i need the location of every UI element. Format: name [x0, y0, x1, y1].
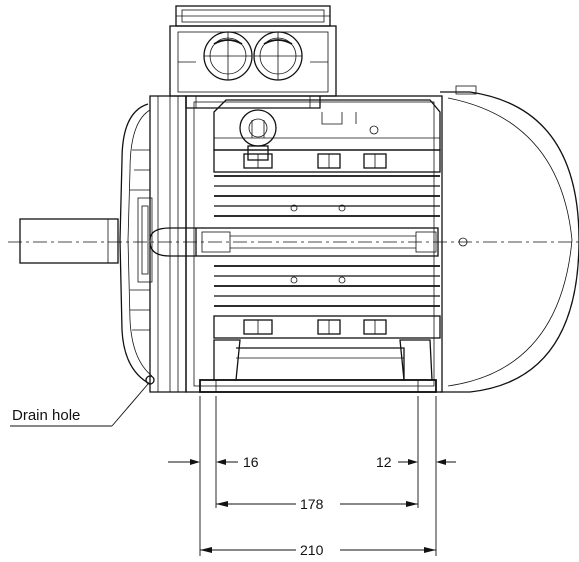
dim-outer-span-value: 210: [300, 542, 324, 558]
dim-left-foot-value: 16: [243, 454, 259, 470]
cooling-fins-lower: [214, 265, 440, 307]
dim-inner-span-value: 178: [300, 496, 324, 512]
dim-left-foot: 16: [168, 454, 259, 470]
cable-gland-right: [253, 31, 303, 81]
extension-lines: [199, 396, 437, 556]
dim-inner-span: 178: [216, 496, 418, 512]
clamp-top-1: [243, 153, 273, 169]
mounting-foot: [199, 339, 437, 393]
lifting-eye: [239, 109, 277, 161]
dim-right-foot: 12: [376, 454, 456, 470]
dim-outer-span: 210: [200, 542, 436, 558]
clamp-bottom-2: [317, 319, 341, 335]
endshield: [119, 95, 187, 393]
shaft: [19, 218, 119, 264]
clamp-bottom-1: [243, 319, 273, 335]
drain-hole-callout: Drain hole: [10, 383, 149, 427]
clamp-top-2: [317, 153, 341, 169]
stator-frame: [149, 95, 468, 393]
dim-right-foot-value: 12: [376, 454, 392, 470]
drain-hole: [145, 375, 155, 385]
clamp-bottom-3: [363, 319, 387, 335]
terminal-box: [169, 5, 337, 109]
cooling-fins-upper: [214, 175, 440, 217]
drain-hole-label: Drain hole: [12, 407, 80, 424]
cable-gland-left: [203, 31, 253, 81]
clamp-top-3: [363, 153, 387, 169]
